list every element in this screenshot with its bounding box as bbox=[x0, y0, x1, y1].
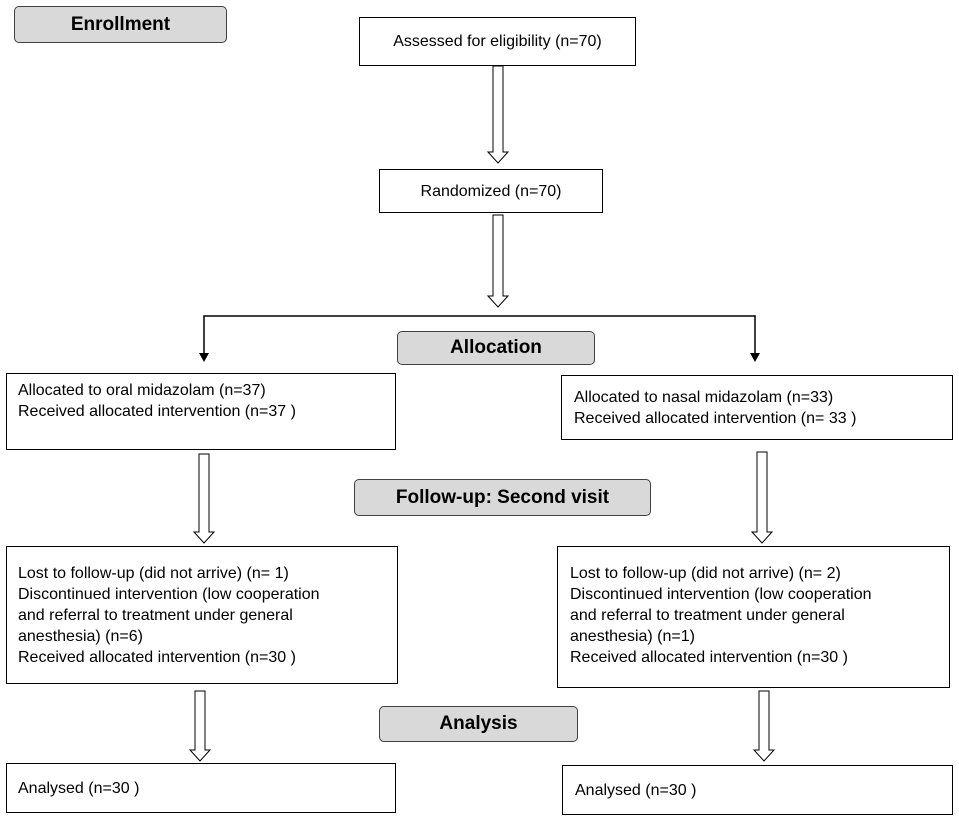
right-followup-box: Lost to follow-up (did not arrive) (n= 2… bbox=[557, 546, 950, 688]
stage-followup: Follow-up: Second visit bbox=[354, 479, 651, 516]
right-discontinued-line: Discontinued intervention (low cooperati… bbox=[570, 586, 872, 603]
stage-enrollment: Enrollment bbox=[14, 6, 227, 43]
left-discontinued-line: and referral to treatment under general bbox=[18, 607, 293, 624]
left-received-line: Received allocated intervention (n=37 ) bbox=[18, 403, 296, 420]
left-analysed-box: Analysed (n=30 ) bbox=[6, 763, 396, 813]
right-discontinued-line: and referral to treatment under general bbox=[570, 607, 845, 624]
arrow-right-allocated-to-followup bbox=[750, 451, 774, 544]
stage-allocation: Allocation bbox=[397, 331, 595, 365]
left-discontinued-line: Discontinued intervention (low cooperati… bbox=[18, 586, 320, 603]
left-lost-line: Lost to follow-up (did not arrive) (n= 1… bbox=[18, 565, 289, 582]
assessed-box: Assessed for eligibility (n=70) bbox=[359, 17, 636, 66]
arrow-left-followup-to-analysed bbox=[188, 690, 212, 762]
right-analysed-box: Analysed (n=30 ) bbox=[562, 765, 953, 815]
left-analysed-text: Analysed (n=30 ) bbox=[18, 780, 140, 797]
arrow-randomized-to-split bbox=[486, 214, 510, 308]
left-allocated-box: Allocated to oral midazolam (n=37) Recei… bbox=[6, 373, 396, 450]
right-lost-line: Lost to follow-up (did not arrive) (n= 2… bbox=[570, 565, 841, 582]
right-analysed-text: Analysed (n=30 ) bbox=[575, 782, 697, 799]
randomized-text: Randomized (n=70) bbox=[420, 182, 562, 200]
left-followup-box: Lost to follow-up (did not arrive) (n= 1… bbox=[6, 546, 398, 684]
arrow-right-followup-to-analysed bbox=[752, 690, 776, 762]
assessed-text: Assessed for eligibility (n=70) bbox=[393, 33, 602, 50]
branch-arrowhead-right bbox=[750, 353, 760, 362]
arrow-assessed-to-randomized bbox=[486, 65, 510, 164]
right-allocated-box: Allocated to nasal midazolam (n=33) Rece… bbox=[561, 375, 953, 440]
branch-line bbox=[203, 315, 756, 354]
left-received-line: Received allocated intervention (n=30 ) bbox=[18, 649, 296, 666]
left-allocated-line: Allocated to oral midazolam (n=37) bbox=[18, 382, 266, 399]
branch-arrowhead-left bbox=[199, 353, 209, 362]
right-received-line: Received allocated intervention (n= 33 ) bbox=[574, 410, 857, 427]
right-received-line: Received allocated intervention (n=30 ) bbox=[570, 649, 848, 666]
randomized-box: Randomized (n=70) bbox=[379, 169, 603, 213]
left-discontinued-line: anesthesia) (n=6) bbox=[18, 628, 143, 645]
right-discontinued-line: anesthesia) (n=1) bbox=[570, 628, 695, 645]
arrow-left-allocated-to-followup bbox=[192, 453, 216, 544]
right-allocated-line: Allocated to nasal midazolam (n=33) bbox=[574, 389, 834, 406]
stage-analysis: Analysis bbox=[379, 706, 578, 742]
